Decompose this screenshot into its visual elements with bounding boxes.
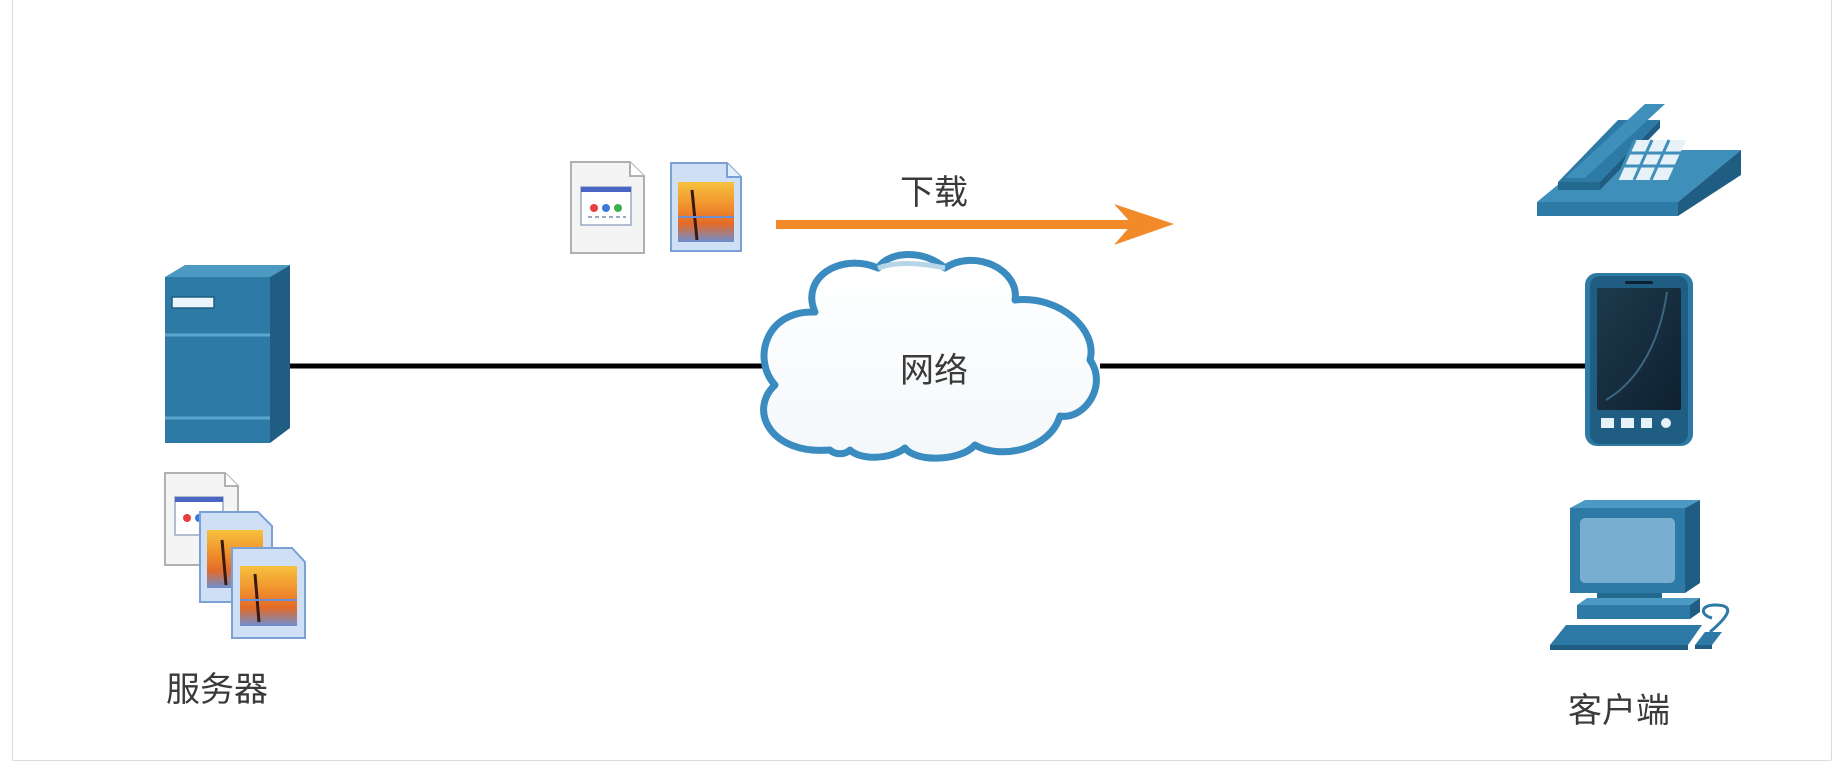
smartphone-icon <box>1585 273 1693 446</box>
image-document-icon <box>231 547 306 639</box>
image-document-icon <box>670 162 742 252</box>
download-label: 下载 <box>900 173 968 213</box>
server-file-stack <box>164 472 306 639</box>
client-label: 客户端 <box>1568 691 1670 731</box>
network-label: 网络 <box>900 351 968 391</box>
desktop-computer-icon <box>1550 500 1729 650</box>
diagram-frame <box>12 0 1832 761</box>
desk-telephone-icon <box>1537 104 1741 216</box>
network-cloud-icon <box>760 251 1100 462</box>
web-page-document-icon <box>570 161 645 254</box>
server-tower-icon <box>165 265 290 443</box>
download-arrow <box>776 204 1174 245</box>
server-label: 服务器 <box>166 670 268 710</box>
